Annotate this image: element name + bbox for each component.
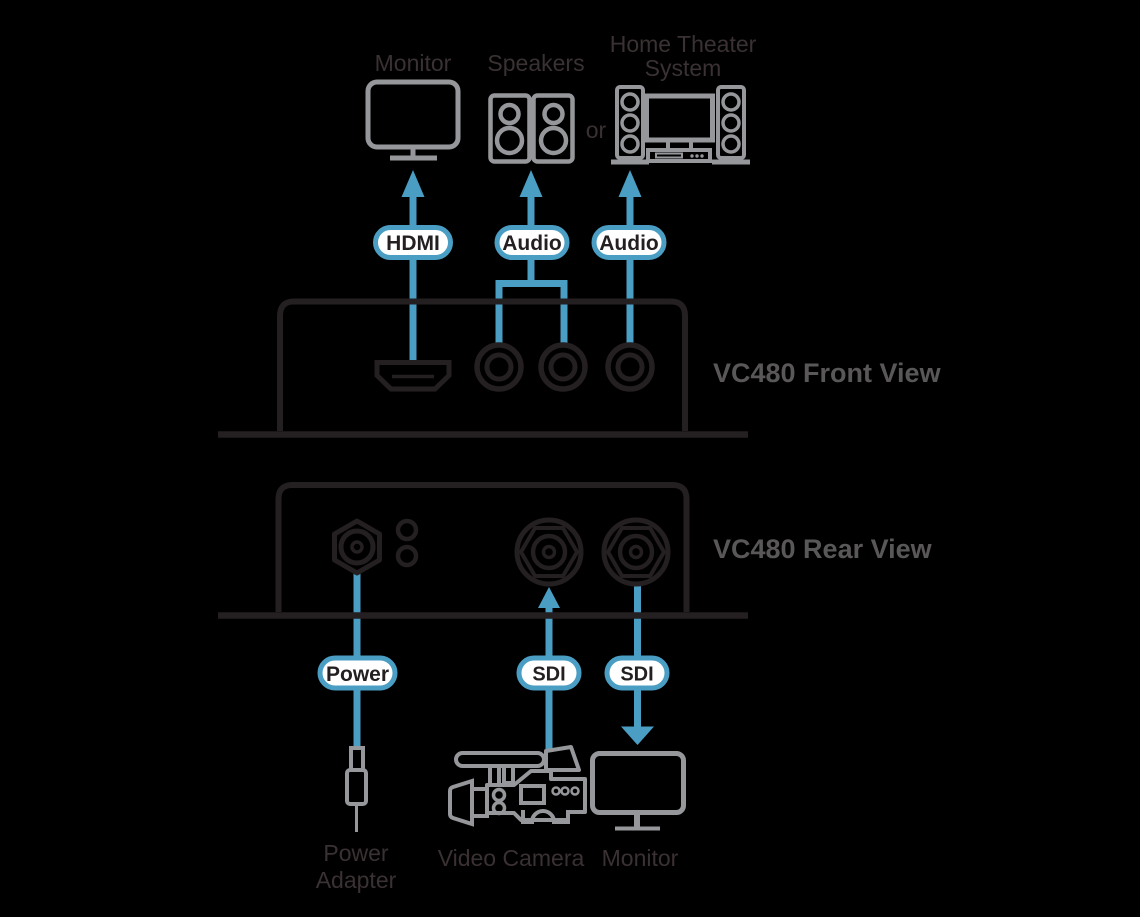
home-theater-icon: [611, 85, 750, 165]
hdmi-port-icon: [374, 360, 452, 392]
pill-power: Power: [317, 655, 398, 691]
power-adapter-label-line1: Power: [323, 840, 389, 866]
monitor-top-label: Monitor: [375, 50, 452, 76]
monitor-icon: [590, 751, 686, 831]
power-adapter-icon: [345, 746, 368, 832]
monitor-bottom-label: Monitor: [602, 845, 679, 871]
pill-audio-left: Audio: [494, 225, 570, 260]
monitor-icon: [365, 79, 461, 161]
rca-jack-icon: [474, 342, 524, 392]
hdmi-cable: [401, 170, 425, 362]
pill-hdmi: HDMI: [373, 225, 453, 260]
rca-jack-icon: [605, 342, 655, 392]
vc480-rear-device: [218, 482, 748, 619]
pill-power-label: Power: [326, 663, 389, 686]
bnc-connector-icon: [514, 517, 584, 587]
power-jack-icon: [332, 518, 382, 576]
audio-split-bracket: [495, 280, 568, 345]
front-view-caption: VC480 Front View: [713, 358, 942, 388]
pill-sdi-out-label: SDI: [620, 664, 653, 686]
led-icon: [395, 544, 419, 568]
power-adapter-label-line2: Adapter: [316, 867, 397, 893]
audio-right-cable: [618, 170, 642, 345]
pill-audio-right-label: Audio: [599, 232, 658, 255]
bnc-connector-icon: [601, 517, 671, 587]
device-body: [275, 482, 690, 612]
pill-sdi-out: SDI: [604, 655, 670, 691]
pill-sdi-in-label: SDI: [532, 664, 565, 686]
rear-view-caption: VC480 Rear View: [713, 534, 933, 564]
arrow-up-icon: [401, 170, 425, 197]
vc480-front-device: [218, 298, 748, 438]
pill-audio-left-label: Audio: [502, 232, 561, 255]
speakers-icon: [488, 93, 575, 164]
arrow-up-icon: [618, 170, 642, 197]
pill-audio-right: Audio: [591, 225, 667, 260]
video-camera-icon: [448, 745, 587, 827]
speakers-label: Speakers: [487, 50, 584, 76]
rca-jack-icon: [538, 342, 588, 392]
arrow-up-icon: [538, 587, 560, 608]
home-theater-label-line2: System: [645, 55, 722, 81]
arrow-down-icon: [621, 726, 654, 745]
video-camera-label: Video Camera: [438, 845, 585, 871]
pill-sdi-in: SDI: [516, 655, 582, 691]
led-icon: [395, 518, 419, 542]
pill-hdmi-label: HDMI: [386, 232, 440, 255]
or-label: or: [586, 117, 607, 143]
device-body: [277, 298, 688, 431]
arrow-up-icon: [519, 170, 543, 197]
home-theater-label-line1: Home Theater: [610, 31, 757, 57]
